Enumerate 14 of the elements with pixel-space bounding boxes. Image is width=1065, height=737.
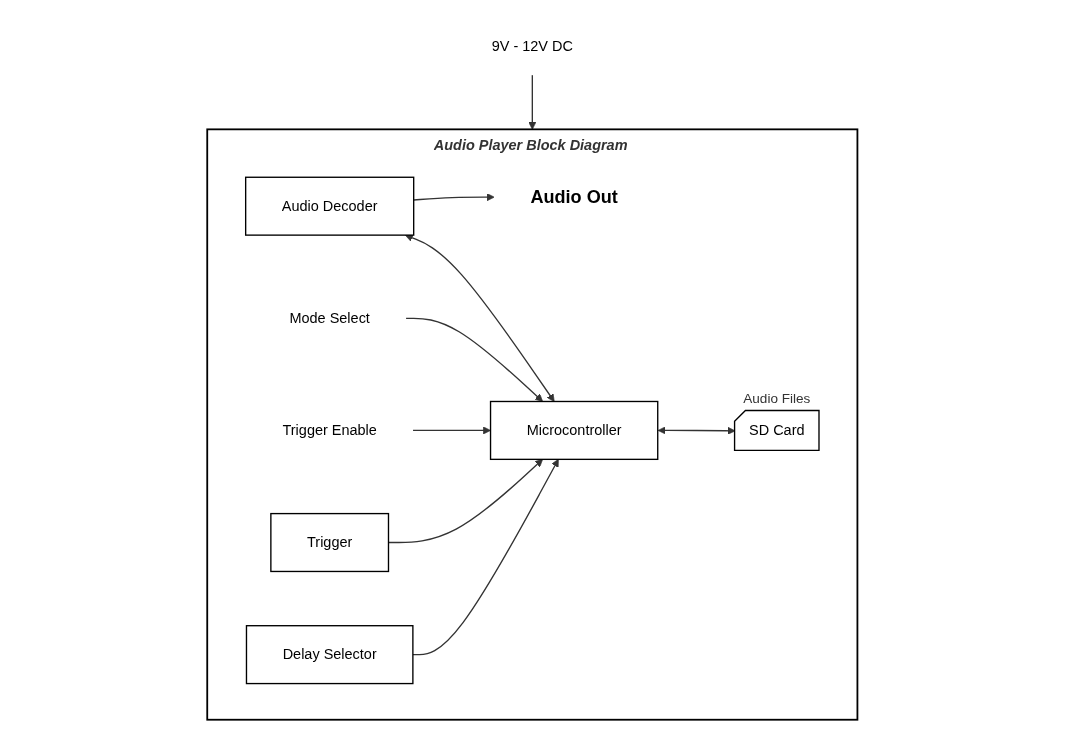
arrow bbox=[405, 234, 555, 402]
node-text: 9V - 12V DC bbox=[491, 38, 574, 54]
node-box: Microcontroller bbox=[490, 400, 659, 461]
node-text: Mode Select bbox=[289, 310, 371, 326]
node-text: Audio Out bbox=[530, 187, 618, 208]
arrow bbox=[388, 459, 544, 544]
node-box: Delay Selector bbox=[245, 625, 414, 685]
arrow bbox=[413, 193, 495, 202]
node-box: Audio Decoder bbox=[245, 176, 415, 236]
node-box: Trigger bbox=[270, 512, 390, 573]
arrow bbox=[528, 74, 537, 130]
arrow bbox=[405, 317, 544, 402]
node-caption: Audio Files bbox=[743, 391, 811, 407]
node-text: Trigger Enable bbox=[282, 422, 378, 438]
